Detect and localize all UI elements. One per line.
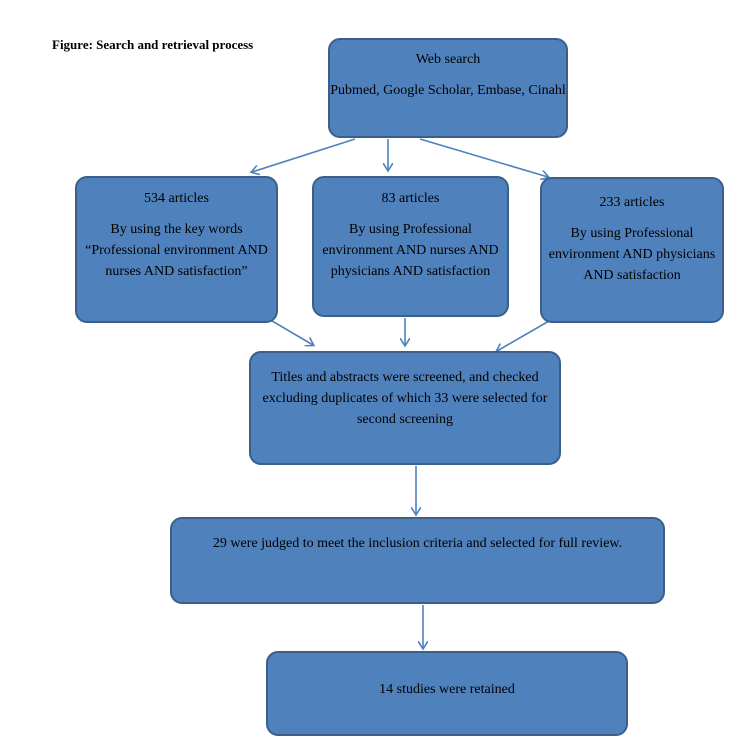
articles-233-count: 233 articles bbox=[599, 195, 665, 210]
arrow-web-to-534 bbox=[252, 138, 356, 172]
figure-title: Figure: Search and retrieval process bbox=[52, 37, 254, 52]
retained-text: 14 studies were retained bbox=[379, 682, 515, 697]
inclusion-box: 29 were judged to meet the inclusion cri… bbox=[170, 517, 665, 604]
articles-83-count: 83 articles bbox=[381, 191, 440, 206]
articles-233-query: By using Professional environment AND ph… bbox=[548, 226, 716, 283]
articles-83-box: 83 articles By using Professional enviro… bbox=[312, 176, 509, 317]
screening-text: Titles and abstracts were screened, and … bbox=[262, 370, 548, 427]
articles-233-box: 233 articles By using Professional envir… bbox=[540, 177, 724, 323]
web-search-box: Web search Pubmed, Google Scholar, Embas… bbox=[328, 38, 568, 138]
screening-box: Titles and abstracts were screened, and … bbox=[249, 351, 561, 465]
inclusion-text: 29 were judged to meet the inclusion cri… bbox=[212, 536, 623, 551]
articles-83-query: By using Professional environment AND nu… bbox=[322, 222, 499, 279]
arrow-web-to-233 bbox=[419, 138, 548, 177]
web-search-title: Web search bbox=[415, 52, 481, 67]
articles-534-box: 534 articles By using the key words “Pro… bbox=[75, 176, 278, 323]
web-search-databases: Pubmed, Google Scholar, Embase, Cinahl bbox=[330, 83, 566, 98]
retained-box: 14 studies were retained bbox=[266, 651, 628, 736]
articles-534-query: By using the key words “Professional env… bbox=[85, 222, 268, 279]
articles-534-count: 534 articles bbox=[144, 191, 209, 206]
